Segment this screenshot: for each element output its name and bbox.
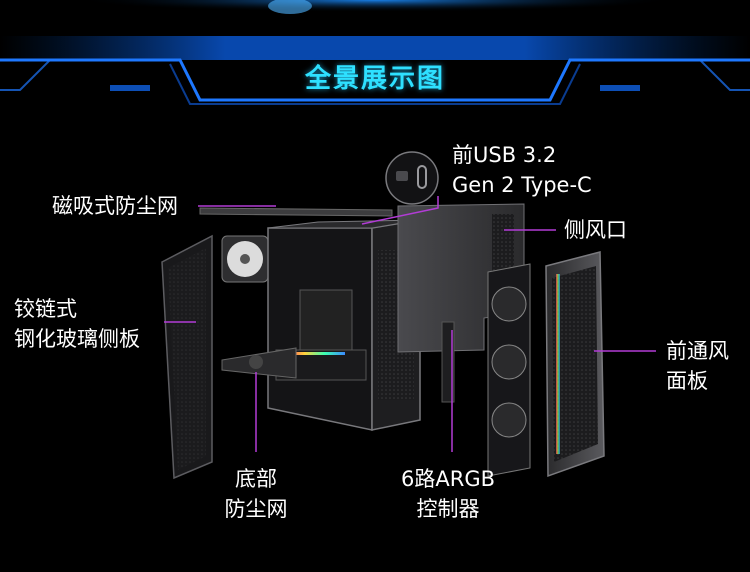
label-bottom-filter: 底部 防尘网	[224, 467, 288, 521]
page-title: 全景展示图	[304, 64, 445, 94]
argb-controller	[441, 321, 455, 403]
label-argb-controller: 6路ARGB 控制器	[401, 467, 495, 521]
label-top-filter: 磁吸式防尘网	[52, 194, 178, 218]
label-front-panel: 前通风 面板	[666, 339, 729, 393]
header-banner	[0, 0, 750, 105]
usb-port-closeup	[385, 151, 439, 205]
top-filter	[199, 207, 393, 217]
label-glass-panel: 铰链式 钢化玻璃侧板	[14, 297, 140, 351]
label-usb: 前USB 3.2 Gen 2 Type-C	[452, 143, 592, 197]
label-side-vent: 侧风口	[564, 218, 627, 242]
